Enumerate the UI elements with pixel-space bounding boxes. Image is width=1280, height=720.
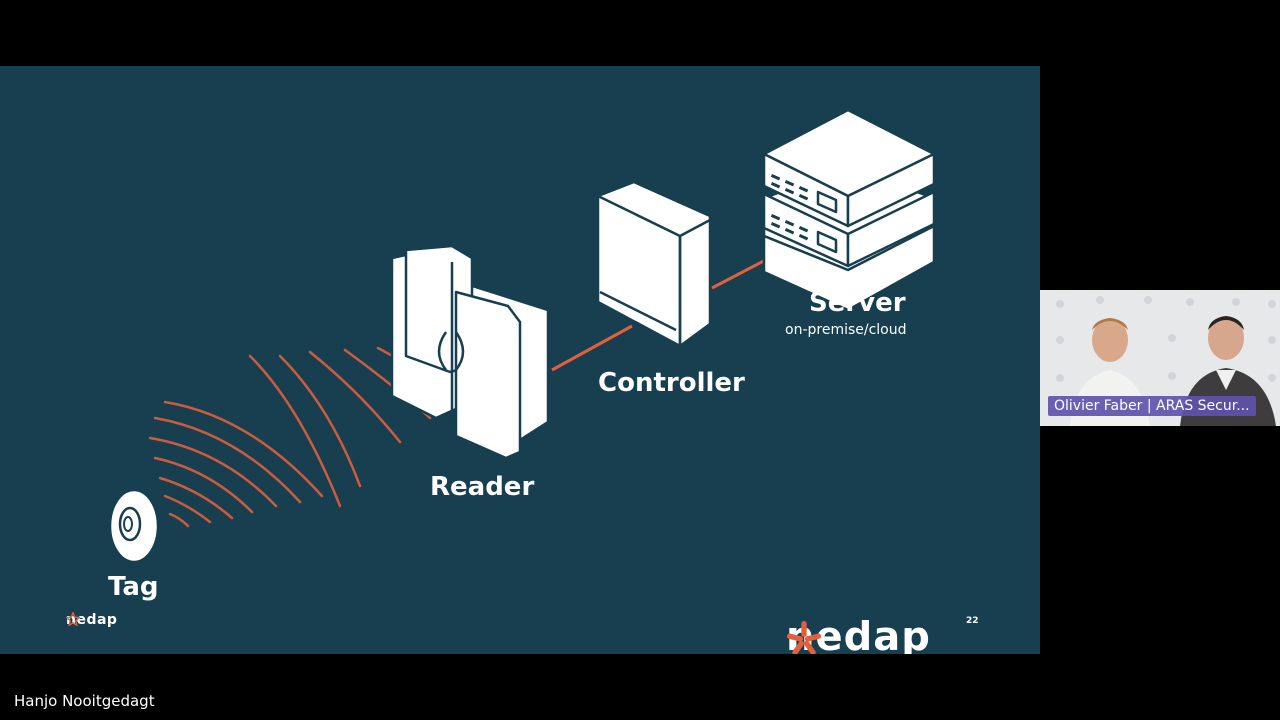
active-speaker-name: Hanjo Nooitgedagt	[14, 692, 155, 710]
nedap-logo-small: nedap	[66, 612, 117, 628]
controller-icon	[596, 180, 712, 348]
nedap-logo-large: nedap	[786, 620, 931, 654]
server-label: Server	[809, 288, 906, 318]
participant-video-tile[interactable]: Olivier Faber | ARAS Secur...	[1040, 290, 1280, 426]
tag-label: Tag	[108, 572, 159, 602]
reader-label: Reader	[430, 472, 535, 502]
server-icon	[762, 108, 936, 312]
star-icon	[66, 612, 80, 626]
star-icon-large	[786, 620, 822, 654]
page-number: 22	[966, 616, 979, 626]
presentation-slide: Tag Reader Controller Server on-premise/…	[0, 66, 1040, 654]
reader-controller-link	[551, 324, 633, 372]
reader-icon	[390, 244, 550, 460]
tag-icon	[108, 488, 163, 565]
participant-name: Olivier Faber | ARAS Secur...	[1048, 396, 1256, 416]
slide-diagram	[108, 108, 936, 565]
controller-label: Controller	[598, 368, 745, 398]
brand-small-text: nedap	[66, 612, 118, 628]
server-sublabel: on-premise/cloud	[785, 322, 907, 338]
